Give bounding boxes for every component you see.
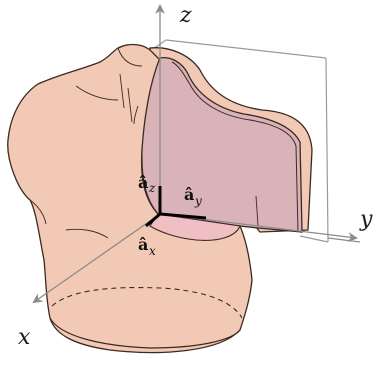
x-axis-label: x bbox=[18, 325, 31, 350]
plane-top-edge bbox=[166, 40, 326, 58]
plane-bottom-edge bbox=[300, 236, 328, 242]
section-face bbox=[142, 58, 302, 232]
label-ay-subscript: y bbox=[194, 194, 202, 208]
label-az-subscript: z bbox=[148, 181, 156, 195]
label-ax-subscript: x bbox=[149, 244, 156, 258]
label-az-symbol: â bbox=[138, 173, 148, 192]
label-ax-symbol: â bbox=[138, 235, 148, 254]
y-axis-right-ext bbox=[328, 238, 360, 242]
plane-right-edge bbox=[326, 58, 328, 242]
z-axis-label: z bbox=[179, 3, 192, 28]
y-axis-label: y bbox=[359, 207, 373, 232]
label-ay-symbol: â bbox=[184, 185, 194, 204]
